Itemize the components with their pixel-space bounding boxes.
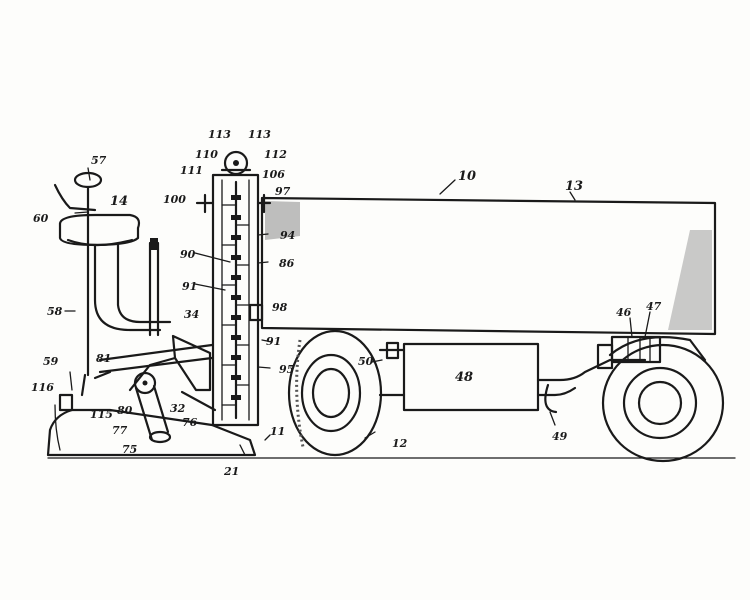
ref-50: 50 <box>358 355 374 368</box>
ref-90: 90 <box>180 248 196 261</box>
ref-76: 76 <box>182 416 198 429</box>
ref-106: 106 <box>262 168 285 181</box>
ref-91b: 91 <box>266 335 281 348</box>
tank <box>378 341 540 412</box>
ref-113b: 113 <box>248 128 271 141</box>
reference-numerals: 10 13 14 57 60 58 59 116 81 115 80 77 75… <box>31 128 662 478</box>
ref-46: 46 <box>616 306 632 319</box>
ref-97: 97 <box>275 185 291 198</box>
ref-98: 98 <box>272 301 288 314</box>
ref-57: 57 <box>91 154 107 167</box>
ref-47: 47 <box>646 300 662 313</box>
rear-equipment <box>610 335 662 364</box>
front-wheel <box>287 329 383 457</box>
side-bracket <box>195 193 215 214</box>
rear-wheel <box>601 336 725 463</box>
ref-110: 110 <box>195 148 218 161</box>
ref-11: 11 <box>270 425 285 438</box>
ref-10: 10 <box>458 169 476 184</box>
ref-95: 95 <box>279 363 294 376</box>
ref-58: 58 <box>47 305 63 318</box>
ref-115: 115 <box>90 408 113 421</box>
ref-113a: 113 <box>208 128 231 141</box>
ref-21: 21 <box>223 465 239 478</box>
elevator-housing <box>195 150 272 427</box>
steering-wheel <box>73 171 103 189</box>
chassis-frame <box>536 343 647 414</box>
elevator-chain <box>221 180 250 420</box>
operator-station <box>53 171 172 377</box>
ref-48: 48 <box>455 370 473 385</box>
pickup-frame <box>46 334 257 457</box>
ref-91a: 91 <box>182 280 197 293</box>
ref-81: 81 <box>96 352 111 365</box>
leader-lines <box>64 167 651 456</box>
container-body <box>260 196 717 336</box>
ref-13: 13 <box>565 179 583 194</box>
ref-94: 94 <box>280 229 295 242</box>
ref-32: 32 <box>170 402 186 415</box>
ref-75: 75 <box>122 443 137 456</box>
ref-86: 86 <box>279 257 295 270</box>
ref-14: 14 <box>110 194 128 209</box>
ref-49: 49 <box>552 430 568 443</box>
ref-80: 80 <box>117 404 133 417</box>
ref-12: 12 <box>392 437 408 450</box>
ref-100: 100 <box>163 193 186 206</box>
ref-77: 77 <box>112 424 128 437</box>
ref-59: 59 <box>43 355 59 368</box>
ref-112: 112 <box>264 148 287 161</box>
bracket-98 <box>248 303 264 322</box>
ref-116: 116 <box>31 381 54 394</box>
ref-34: 34 <box>184 308 199 321</box>
ref-60: 60 <box>33 212 49 225</box>
ref-111: 111 <box>180 164 203 177</box>
